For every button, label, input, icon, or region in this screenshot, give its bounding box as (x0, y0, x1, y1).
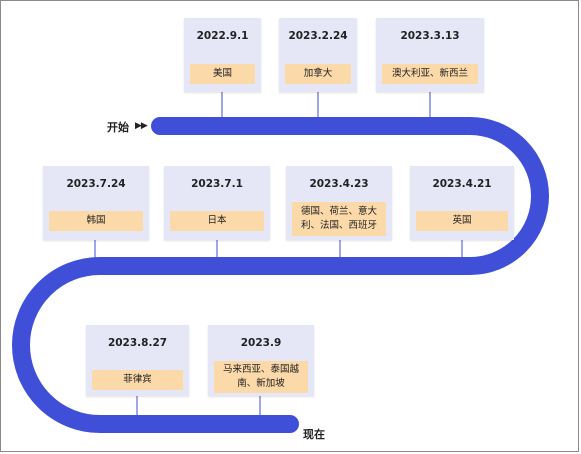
event-card: 2022.9.1 美国 (184, 18, 261, 92)
event-date: 2022.9.1 (196, 30, 249, 42)
start-label: 开始 (107, 121, 129, 134)
event-card: 2023.8.27 菲律宾 (86, 325, 189, 396)
event-countries: 菲律宾 (92, 370, 183, 390)
event-card: 2023.7.24 韩国 (43, 166, 149, 240)
event-countries: 日本 (170, 211, 264, 231)
event-countries: 德国、荷兰、意大利、法国、西班牙 (292, 202, 386, 236)
event-card: 2023.2.24 加拿大 (279, 18, 357, 92)
event-card: 2023.7.1 日本 (164, 166, 270, 240)
end-label: 现在 (303, 428, 325, 441)
event-countries: 韩国 (49, 211, 143, 231)
event-date: 2023.3.13 (400, 30, 460, 42)
event-card: 2023.9 马来西亚、泰国越南、新加坡 (208, 325, 314, 396)
event-countries: 美国 (190, 64, 255, 84)
event-countries: 英国 (416, 211, 508, 231)
event-date: 2023.4.23 (309, 178, 369, 190)
event-countries: 加拿大 (285, 64, 351, 84)
event-card: 2023.3.13 澳大利亚、新西兰 (376, 18, 484, 92)
event-date: 2023.8.27 (107, 337, 168, 349)
event-date: 2023.9 (240, 337, 282, 349)
timeline-road (12, 117, 549, 433)
event-countries: 马来西亚、泰国越南、新加坡 (214, 361, 308, 393)
event-date: 2023.4.21 (432, 178, 492, 190)
event-date: 2023.2.24 (288, 30, 348, 42)
event-date: 2023.7.1 (191, 178, 243, 190)
event-countries: 澳大利亚、新西兰 (382, 64, 478, 84)
event-card: 2023.4.21 英国 (410, 166, 514, 240)
event-card: 2023.4.23 德国、荷兰、意大利、法国、西班牙 (286, 166, 392, 240)
start-arrow-icon: ▶▶ (135, 121, 148, 131)
event-date: 2023.7.24 (66, 178, 126, 190)
